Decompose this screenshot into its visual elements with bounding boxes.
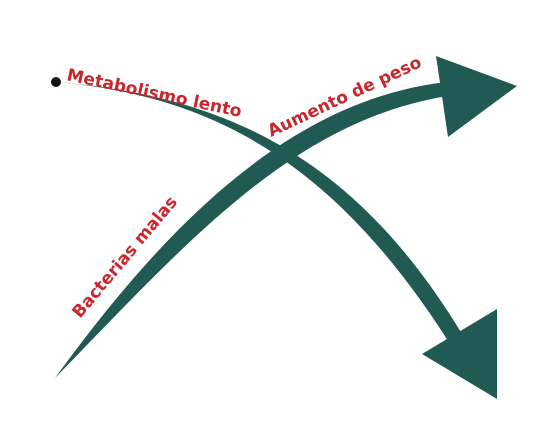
- descending-arrow-head-icon: [422, 309, 497, 399]
- start-dot-icon: [51, 77, 61, 87]
- ascending-arrow-shaft: [55, 80, 470, 378]
- ascending-arrow-head-icon: [436, 56, 517, 137]
- label-metabolismo-lento: Metabolismo lento: [65, 65, 244, 122]
- descending-arrow-shaft: [56, 82, 468, 352]
